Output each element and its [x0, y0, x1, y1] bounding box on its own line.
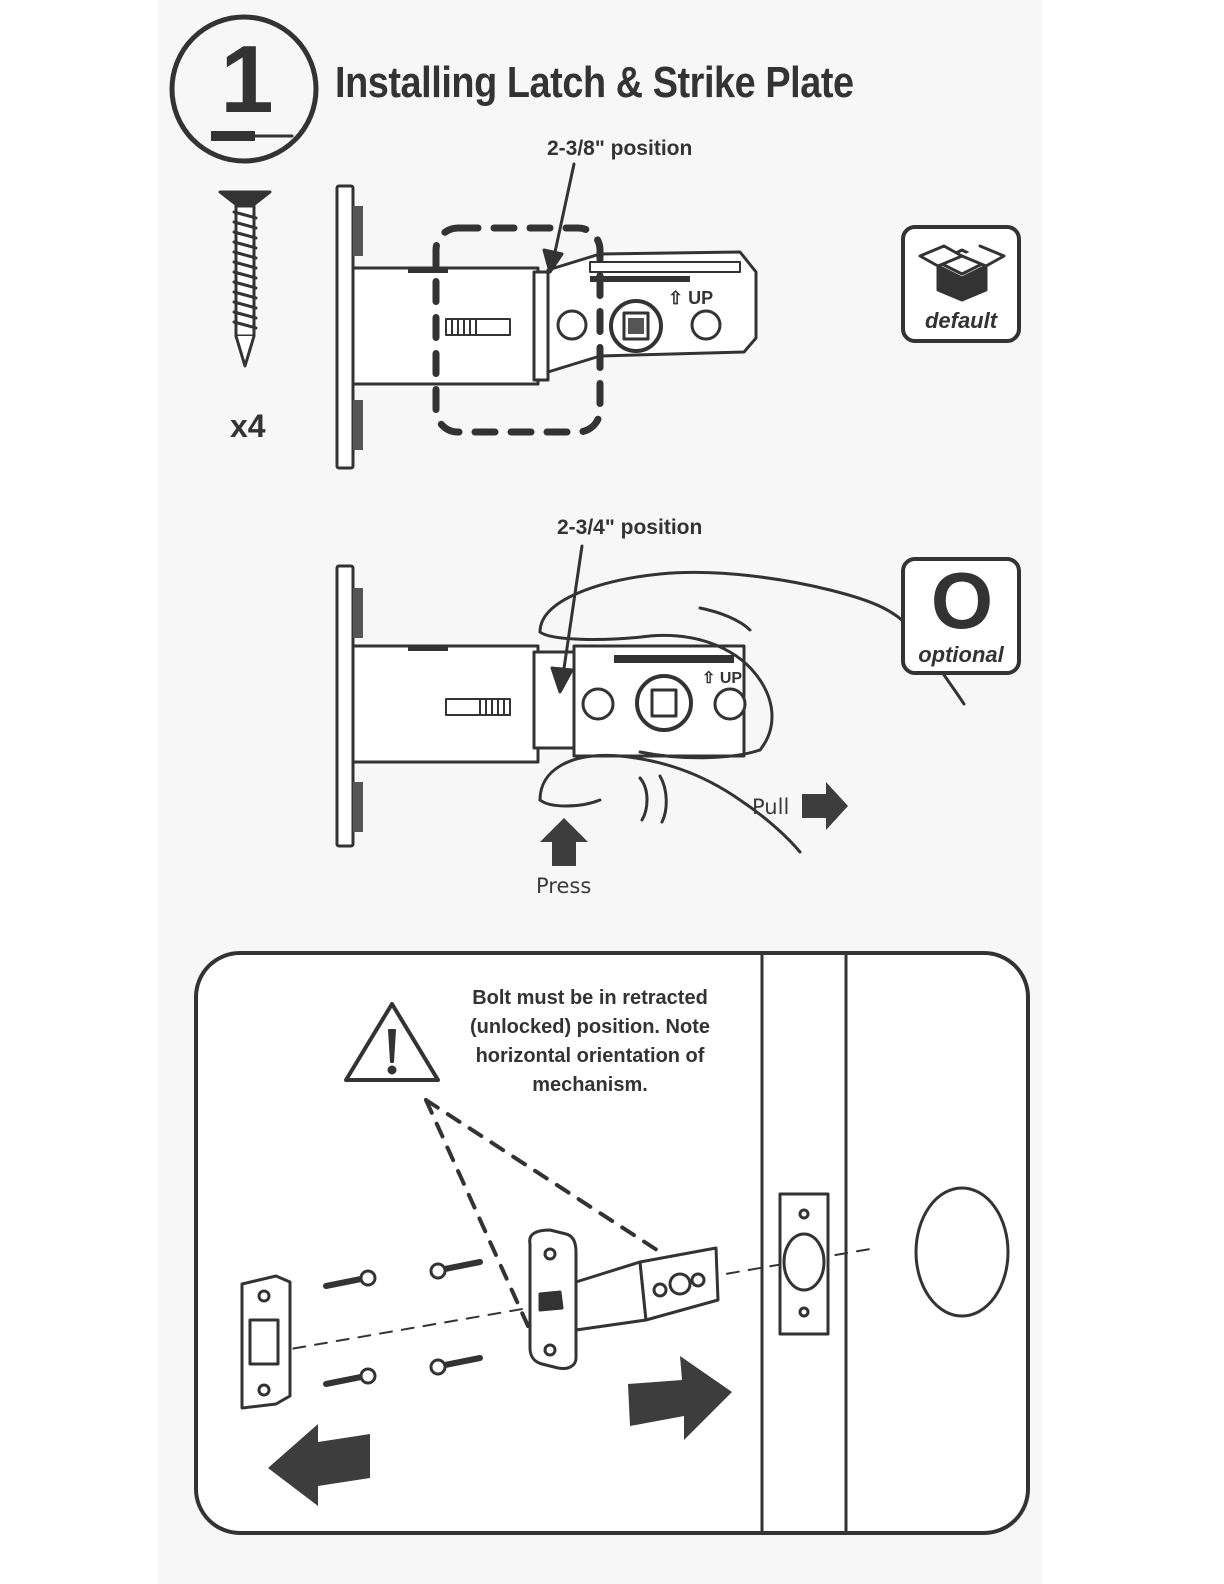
press-arrow-icon [540, 818, 588, 866]
door-edge-plate [780, 1194, 828, 1334]
press-label: Press [536, 874, 591, 898]
warning-text: Bolt must be in retracted (unlocked) pos… [440, 984, 740, 1100]
up-label-optional: ⇧ UP [702, 668, 742, 688]
step-title: Installing Latch & Strike Plate [335, 58, 854, 108]
optional-badge-label: optional [902, 642, 1020, 668]
optional-badge-letter: O [904, 558, 1020, 644]
strike-plate [242, 1276, 290, 1408]
default-badge-label: default [902, 308, 1020, 334]
position-optional-label: 2-3/4" position [557, 516, 702, 540]
step-number: 1 [192, 30, 302, 130]
up-label-default: ⇧ UP [668, 288, 713, 309]
pull-arrow-icon [802, 782, 848, 830]
door-bore-hole [916, 1188, 1008, 1316]
position-default-label: 2-3/8" position [547, 137, 692, 161]
screw-count: x4 [230, 408, 266, 445]
pull-label: Pull [752, 795, 789, 819]
screw-icon [220, 192, 270, 366]
